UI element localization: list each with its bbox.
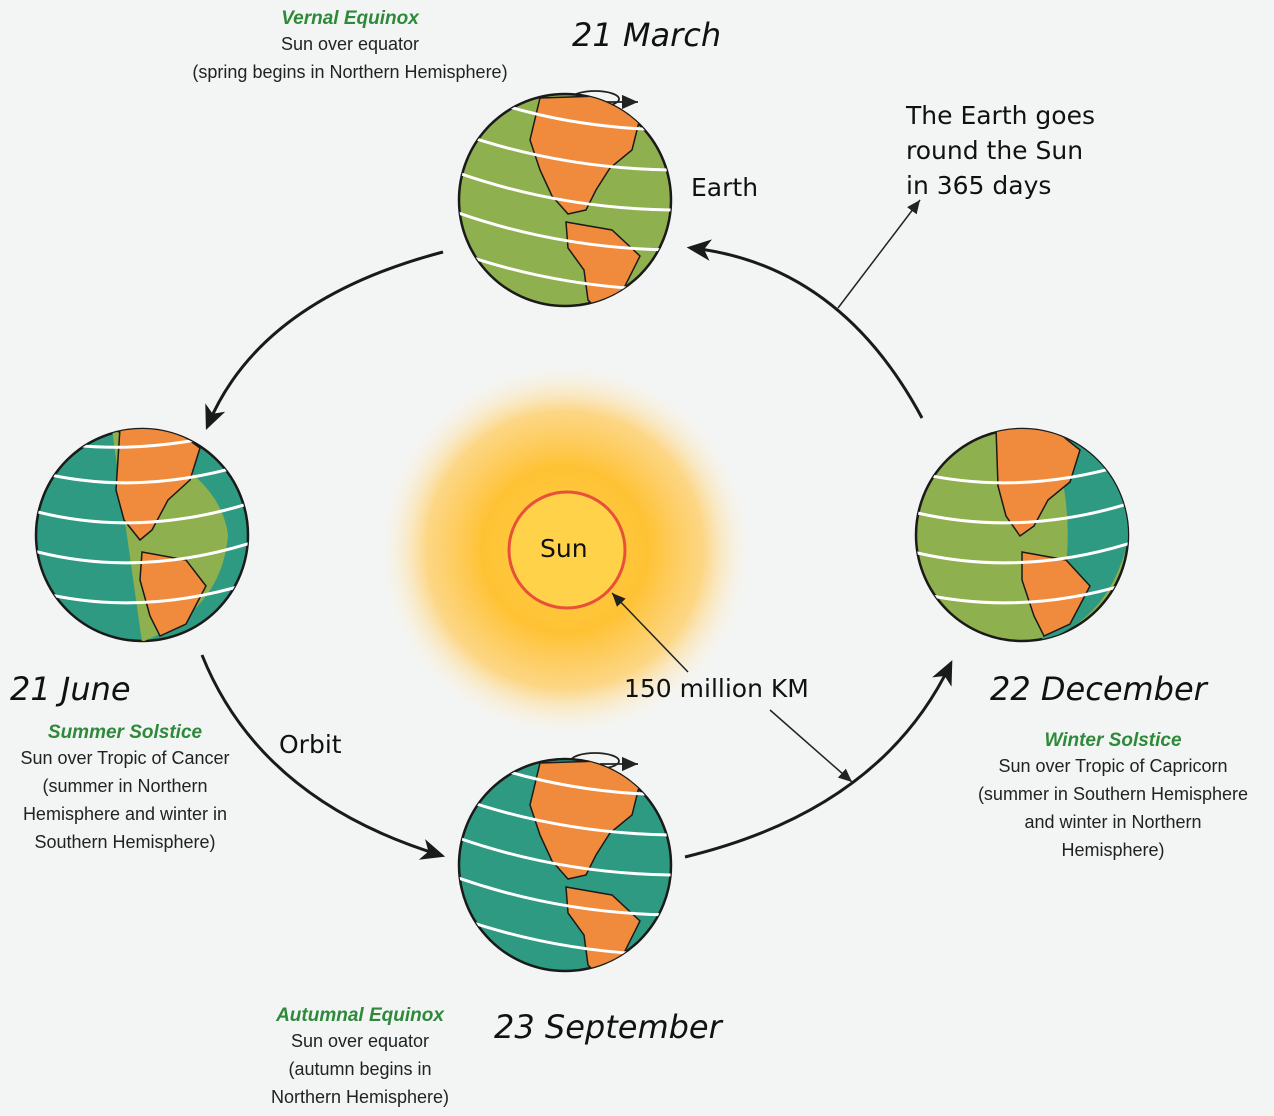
date-september: 23 September	[494, 1008, 722, 1046]
distance-label: 150 million KM	[624, 674, 809, 703]
earth-september	[457, 757, 673, 973]
caption-title: Summer Solstice	[47, 722, 203, 743]
caption-winter-solstice: Winter Solstice Sun over Tropic of Capri…	[958, 730, 1268, 864]
caption-line: Hemisphere)	[1061, 840, 1165, 860]
earth-december	[914, 427, 1130, 643]
caption-line: Sun over equator	[280, 34, 420, 54]
distance-pointer-to-earth	[769, 709, 853, 783]
caption-title: Autumnal Equinox	[276, 1005, 444, 1026]
caption-title: Winter Solstice	[1044, 730, 1182, 751]
caption-line: (spring begins in Northern Hemisphere)	[192, 62, 508, 82]
sun-core-ring	[507, 490, 627, 610]
caption-summer-solstice: Summer Solstice Sun over Tropic of Cance…	[0, 722, 250, 856]
caption-line: Northern Hemisphere)	[270, 1087, 450, 1107]
orbit-arc-march-june	[205, 250, 444, 430]
date-march: 21 March	[572, 16, 722, 54]
caption-title: Vernal Equinox	[281, 8, 419, 29]
distance-pointer-to-sun	[611, 592, 689, 673]
sun-label: Sun	[540, 534, 588, 563]
revolution-note: The Earth goes round the Sun in 365 days	[906, 98, 1095, 203]
caption-line: Sun over equator	[290, 1031, 430, 1051]
orbit-arc-june-september	[200, 654, 446, 860]
date-december: 22 December	[990, 670, 1207, 708]
earth-june	[34, 427, 250, 643]
caption-line: (autumn begins in	[288, 1059, 432, 1079]
orbit-label: Orbit	[279, 730, 342, 759]
caption-line: (summer in Northern	[42, 776, 208, 796]
orbit-arc-september-december	[684, 660, 953, 859]
caption-line: (summer in Southern Hemisphere	[977, 784, 1249, 804]
revolution-note-line: The Earth goes	[906, 101, 1096, 130]
caption-autumnal-equinox: Autumnal Equinox Sun over equator (autum…	[240, 1005, 480, 1111]
caption-line: Sun over Tropic of Cancer	[20, 748, 230, 768]
caption-vernal-equinox: Vernal Equinox Sun over equator (spring …	[160, 8, 540, 86]
caption-line: Hemisphere and winter in	[22, 804, 228, 824]
caption-line: and winter in Northern	[1024, 812, 1202, 832]
caption-line: Sun over Tropic of Capricorn	[998, 756, 1228, 776]
revolution-pointer	[837, 199, 921, 309]
revolution-note-line: in 365 days	[906, 171, 1052, 200]
revolution-note-line: round the Sun	[906, 136, 1084, 165]
date-june: 21 June	[10, 670, 131, 708]
earth-label: Earth	[691, 173, 759, 202]
orbit-arc-december-march	[686, 239, 924, 419]
caption-line: Southern Hemisphere)	[34, 832, 216, 852]
